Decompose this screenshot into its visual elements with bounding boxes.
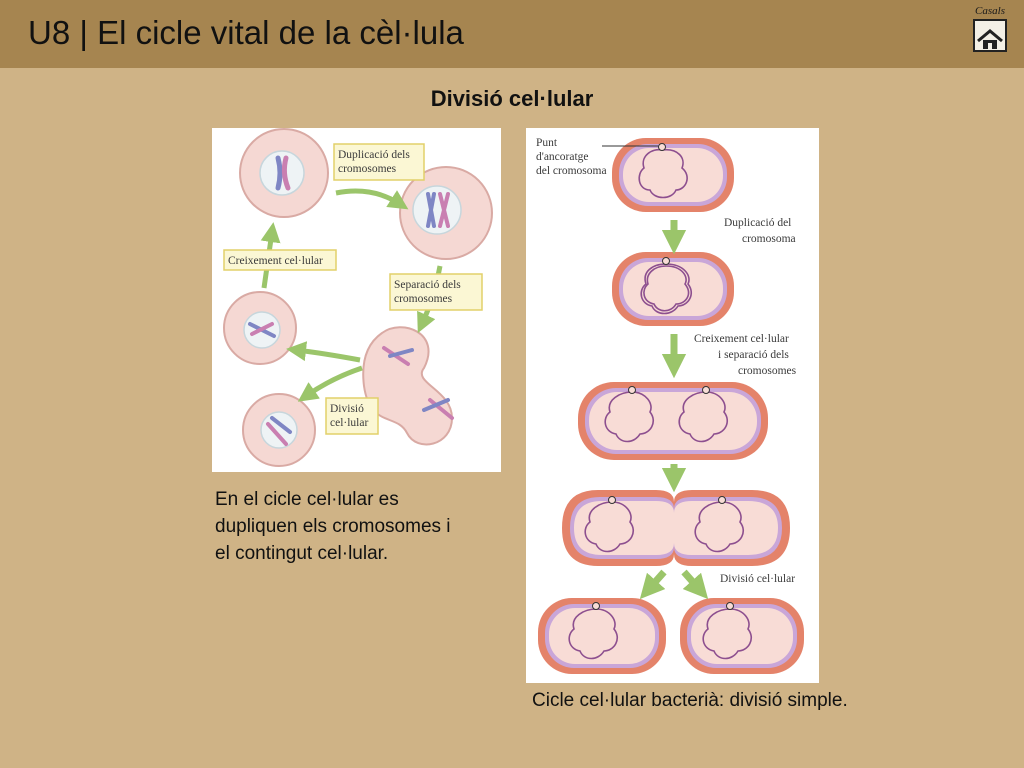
cell-duplicated-chromosomes	[399, 166, 493, 260]
svg-text:Duplicació dels: Duplicació dels	[338, 149, 410, 161]
title-bar: U8 | El cicle vital de la cèl·lula Casal…	[0, 0, 1024, 68]
label-growth-separation: Creixement cel·lular i separació dels cr…	[694, 333, 797, 377]
label-separation: Separació dels cromosomes	[389, 273, 483, 311]
svg-text:cel·lular: cel·lular	[330, 417, 368, 429]
cell-growth	[223, 291, 297, 365]
cell-cycle-caption: En el cicle cel·lular es dupliquen els c…	[215, 489, 451, 564]
cell-interphase	[239, 128, 329, 218]
svg-text:Divisió cel·lular: Divisió cel·lular	[720, 573, 795, 585]
svg-text:del cromosoma: del cromosoma	[536, 165, 607, 177]
binary-fission-figure: Punt d'ancoratge del cromosoma Duplicaci…	[526, 128, 819, 683]
bacterium-stage-3	[578, 382, 768, 460]
svg-text:Divisió: Divisió	[330, 403, 364, 415]
label-anchor-point: Punt d'ancoratge del cromosoma	[536, 137, 607, 177]
svg-text:cromosomes: cromosomes	[338, 163, 397, 175]
svg-text:Creixement cel·lular: Creixement cel·lular	[228, 255, 323, 267]
fission-arrows	[639, 220, 709, 600]
bacterium-stage-2	[612, 252, 734, 326]
label-chromosome-duplication: Duplicació del cromosoma	[724, 217, 796, 245]
home-icon[interactable]	[973, 19, 1007, 52]
bacterium-stage-4	[562, 490, 790, 566]
label-growth: Creixement cel·lular	[223, 249, 337, 271]
svg-text:Separació dels: Separació dels	[394, 279, 461, 291]
cell-cycle-figure: Duplicació dels cromosomes Creixement ce…	[212, 128, 501, 472]
svg-text:i separació dels: i separació dels	[718, 349, 789, 361]
svg-text:cromosomes: cromosomes	[738, 365, 797, 377]
label-cell-division: Divisió cel·lular	[720, 573, 795, 585]
binary-fission-caption: Cicle cel·lular bacterià: divisió simple…	[532, 690, 848, 711]
svg-text:cromosomes: cromosomes	[394, 293, 453, 305]
svg-text:d'ancoratge: d'ancoratge	[536, 151, 589, 163]
label-division: Divisió cel·lular	[325, 397, 379, 435]
slide-title: U8 | El cicle vital de la cèl·lula	[28, 14, 464, 51]
bacterium-daughter-right	[680, 598, 804, 674]
svg-text:cromosoma: cromosoma	[742, 233, 796, 245]
cell-daughter	[242, 393, 316, 467]
svg-text:Creixement cel·lular: Creixement cel·lular	[694, 333, 789, 345]
svg-text:Punt: Punt	[536, 137, 558, 149]
section-heading: Divisió cel·lular	[430, 86, 594, 111]
svg-text:Duplicació del: Duplicació del	[724, 217, 791, 229]
label-duplication: Duplicació dels cromosomes	[333, 143, 425, 181]
cell-dividing	[362, 326, 454, 446]
publisher-logo: Casals	[975, 5, 1005, 17]
bacterium-daughter-left	[538, 598, 666, 674]
bacterium-stage-1	[612, 138, 734, 212]
